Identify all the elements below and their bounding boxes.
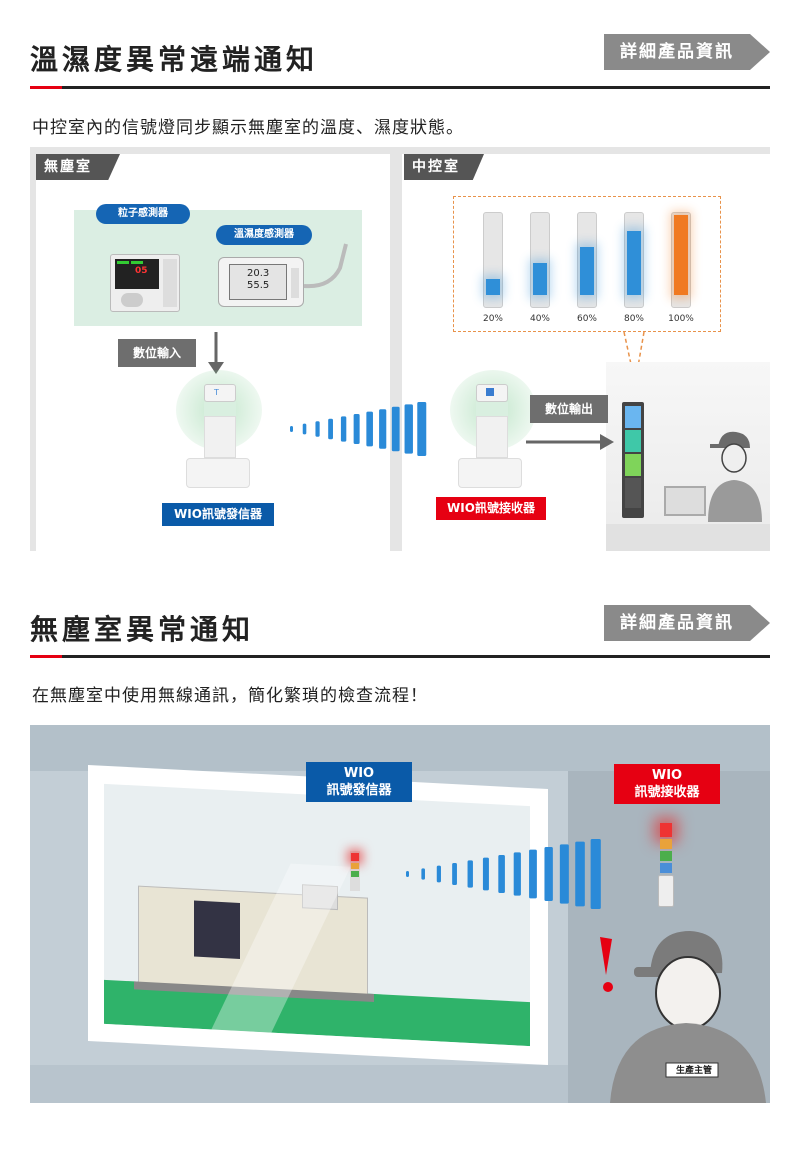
signal-wave-bar [482,857,489,891]
section2-receiver-label: WIO 訊號接收器 [614,764,720,804]
section1-divider-accent [30,86,62,89]
sensor-cable [303,243,348,289]
signal-wave-bar [404,404,413,454]
thermo-reading-temp: 20.3 [247,268,270,279]
section2-detail-button[interactable]: 詳細產品資訊 [604,605,770,641]
cleanroom-scene: 生產主管 [30,725,770,1103]
signal-level-tower [483,212,503,308]
thermo-sensor-device: 20.3 55.5 [218,257,304,307]
control-room-tag: 中控室 [404,154,484,180]
signal-wave-bar [452,863,457,885]
signal-wave-bar [498,855,505,893]
signal-level-label: 100% [668,314,694,324]
signal-level-tower [530,212,550,308]
transmitter-stack-light [350,851,360,891]
signal-wave-bar [421,868,425,880]
section1-divider [30,86,770,89]
stack-light [622,402,644,518]
wireless-signal-icon-2 [406,839,601,909]
signal-wave-bar [436,865,441,883]
arrow-button-shape [604,34,770,70]
signal-level-fill [627,231,641,295]
signal-wave-bar [353,414,360,444]
transmitter-base [186,458,250,488]
signal-wave-bar [406,871,409,877]
signal-wave-bar [391,406,400,452]
signal-wave-bar [290,426,293,432]
signal-level-fill [533,263,547,295]
receiver-device [470,384,514,474]
arrow-button-shape [604,605,770,641]
signal-level-label: 40% [529,314,550,324]
signal-wave-bar [417,402,427,456]
arrow-down-icon [208,332,224,374]
worker-badge: 生產主管 [675,1066,712,1076]
signal-wave-bar [529,849,537,899]
section2-receiver-label-line1: WIO [651,768,683,783]
section2-transmitter-label: WIO 訊號發信器 [306,762,412,802]
section2-transmitter-label-line2: 訊號發信器 [326,783,392,798]
section2-transmitter-label-line1: WIO [343,766,375,781]
receiver-base [458,458,522,488]
signal-level-tower [671,212,691,308]
desk [606,524,770,551]
worker-figure [610,931,766,1103]
signal-level-fill [580,247,594,295]
signal-wave-bar [302,423,307,435]
transmitter-label: WIO訊號發信器 [162,503,274,526]
section2-divider-accent [30,655,62,658]
section1-detail-button-label: 詳細產品資訊 [620,42,734,62]
signal-level-label: 60% [576,314,597,324]
cleanroom-window [104,783,530,1047]
section2-detail-button-label: 詳細產品資訊 [620,613,734,633]
digital-input-label: 數位輸入 [118,339,196,367]
section1-detail-button[interactable]: 詳細產品資訊 [604,34,770,70]
receiver-label: WIO訊號接收器 [436,497,546,520]
signal-level-fill [486,279,500,295]
signal-level-label: 80% [623,314,644,324]
signal-wave-bar [366,411,373,447]
operator-figure [708,431,762,522]
signal-wave-bar [340,416,347,442]
signal-wave-bar [575,841,585,907]
section2-description: 在無塵室中使用無線通訊，簡化繁瑣的檢查流程！ [32,686,428,706]
signal-level-fill [674,215,688,295]
section1-description: 中控室內的信號燈同步顯示無塵室的溫度、濕度狀態。 [32,118,464,138]
signal-levels-box [453,196,721,332]
signal-wave-bar [315,421,320,437]
signal-wave-bar [328,418,333,440]
particle-sensor-label: 粒子感測器 [96,204,190,224]
section2-title: 無塵室異常通知 [30,613,255,646]
digital-output-label: 數位輸出 [530,395,608,423]
particle-reading: 05 [135,266,148,276]
signal-wave-bar [513,852,521,896]
receiver-stack-light [658,823,674,913]
section2-divider [30,655,770,658]
signal-level-label: 20% [482,314,503,324]
signal-level-tower [577,212,597,308]
thermo-reading-humidity: 55.5 [247,280,270,291]
arrow-right-icon [526,434,614,450]
cleanroom-tag: 無塵室 [36,154,120,180]
transmitter-device: T [198,384,242,474]
section2-receiver-label-line2: 訊號接收器 [634,785,700,800]
signal-wave-bar [379,409,387,449]
particle-sensor-device: 05 [110,254,180,312]
alert-exclamation-icon [600,937,613,992]
signal-wave-bar [544,847,553,901]
signal-wave-bar [467,860,473,888]
thermo-sensor-label: 溫濕度感測器 [216,225,312,245]
wireless-signal-icon [290,402,427,456]
signal-wave-bar [559,844,569,904]
signal-wave-bar [590,839,601,909]
signal-level-tower [624,212,644,308]
monitor [664,486,706,516]
section1-title: 溫濕度異常遠端通知 [30,43,319,76]
